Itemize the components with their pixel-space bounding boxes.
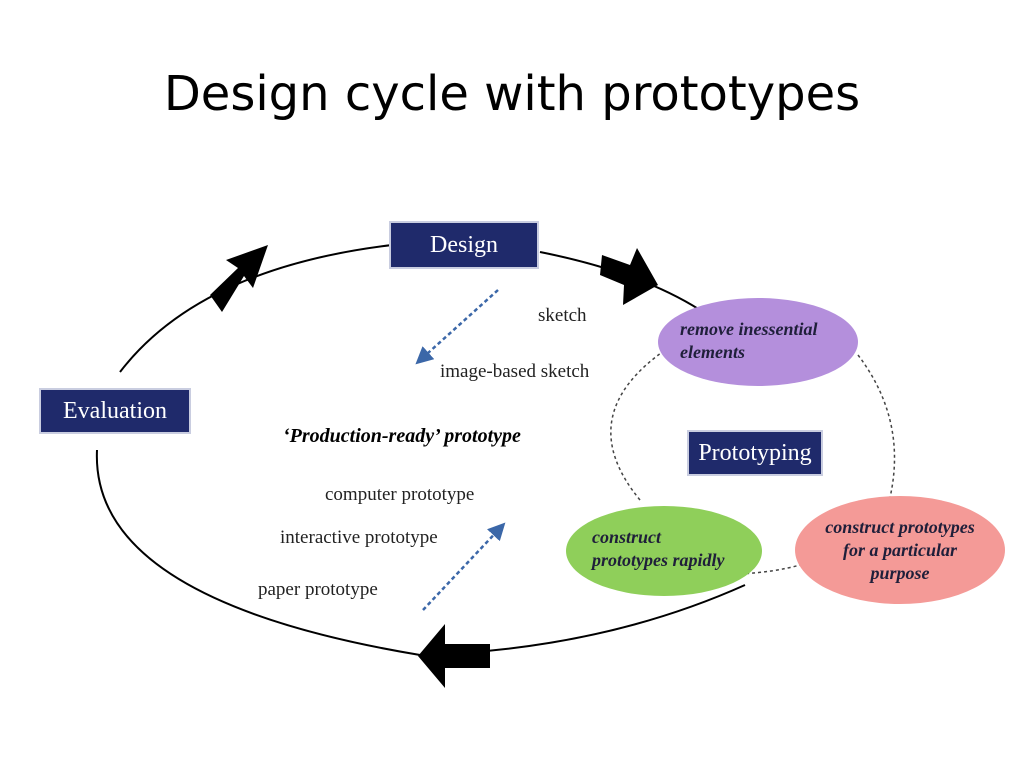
prototyping-loop <box>610 347 669 501</box>
ellipse-particular-purpose <box>795 496 1005 604</box>
construct-rapidly-line: prototypes rapidly <box>592 550 725 570</box>
construct-rapidly-line: construct <box>592 527 662 547</box>
label-image-based-sketch: image-based sketch <box>440 361 590 382</box>
particular-purpose-text: construct prototypes for a particular pu… <box>805 516 995 585</box>
construct-rapidly-text: construct prototypes rapidly <box>592 526 725 572</box>
ellipse-remove-inessential <box>658 298 858 386</box>
dashed-blue-arrow-icon <box>415 289 499 365</box>
prototyping-label: Prototyping <box>698 439 812 466</box>
thick-black-arrow-icon <box>600 248 658 305</box>
design-box: Design <box>389 221 539 269</box>
evaluation-label: Evaluation <box>63 397 167 424</box>
particular-purpose-line: for a particular <box>842 540 957 560</box>
label-computer-prototype: computer prototype <box>325 484 475 505</box>
thick-black-arrow-icon <box>210 245 268 312</box>
dashed-blue-arrow-icon <box>422 522 506 611</box>
label-paper-prototype: paper prototype <box>258 579 378 600</box>
prototyping-box: Prototyping <box>687 430 823 476</box>
remove-inessential-text: remove inessential elements <box>680 318 818 364</box>
particular-purpose-line: construct prototypes <box>825 517 975 537</box>
remove-inessential-line: elements <box>680 342 745 362</box>
particular-purpose-line: purpose <box>870 563 930 583</box>
ellipse-construct-rapidly <box>566 506 762 596</box>
remove-inessential-line: remove inessential <box>680 319 818 339</box>
evaluation-box: Evaluation <box>39 388 191 434</box>
label-sketch: sketch <box>538 305 587 326</box>
design-label: Design <box>430 231 498 258</box>
prototyping-loop <box>739 564 801 575</box>
label-interactive-prototype: interactive prototype <box>280 527 438 548</box>
slide-title: Design cycle with prototypes <box>163 66 861 122</box>
thick-black-arrow-icon <box>418 624 490 688</box>
cycle-arc-prototyping-to-evaluation <box>95 449 746 657</box>
label-production-ready-prototype: ‘Production-ready’ prototype <box>283 425 521 447</box>
